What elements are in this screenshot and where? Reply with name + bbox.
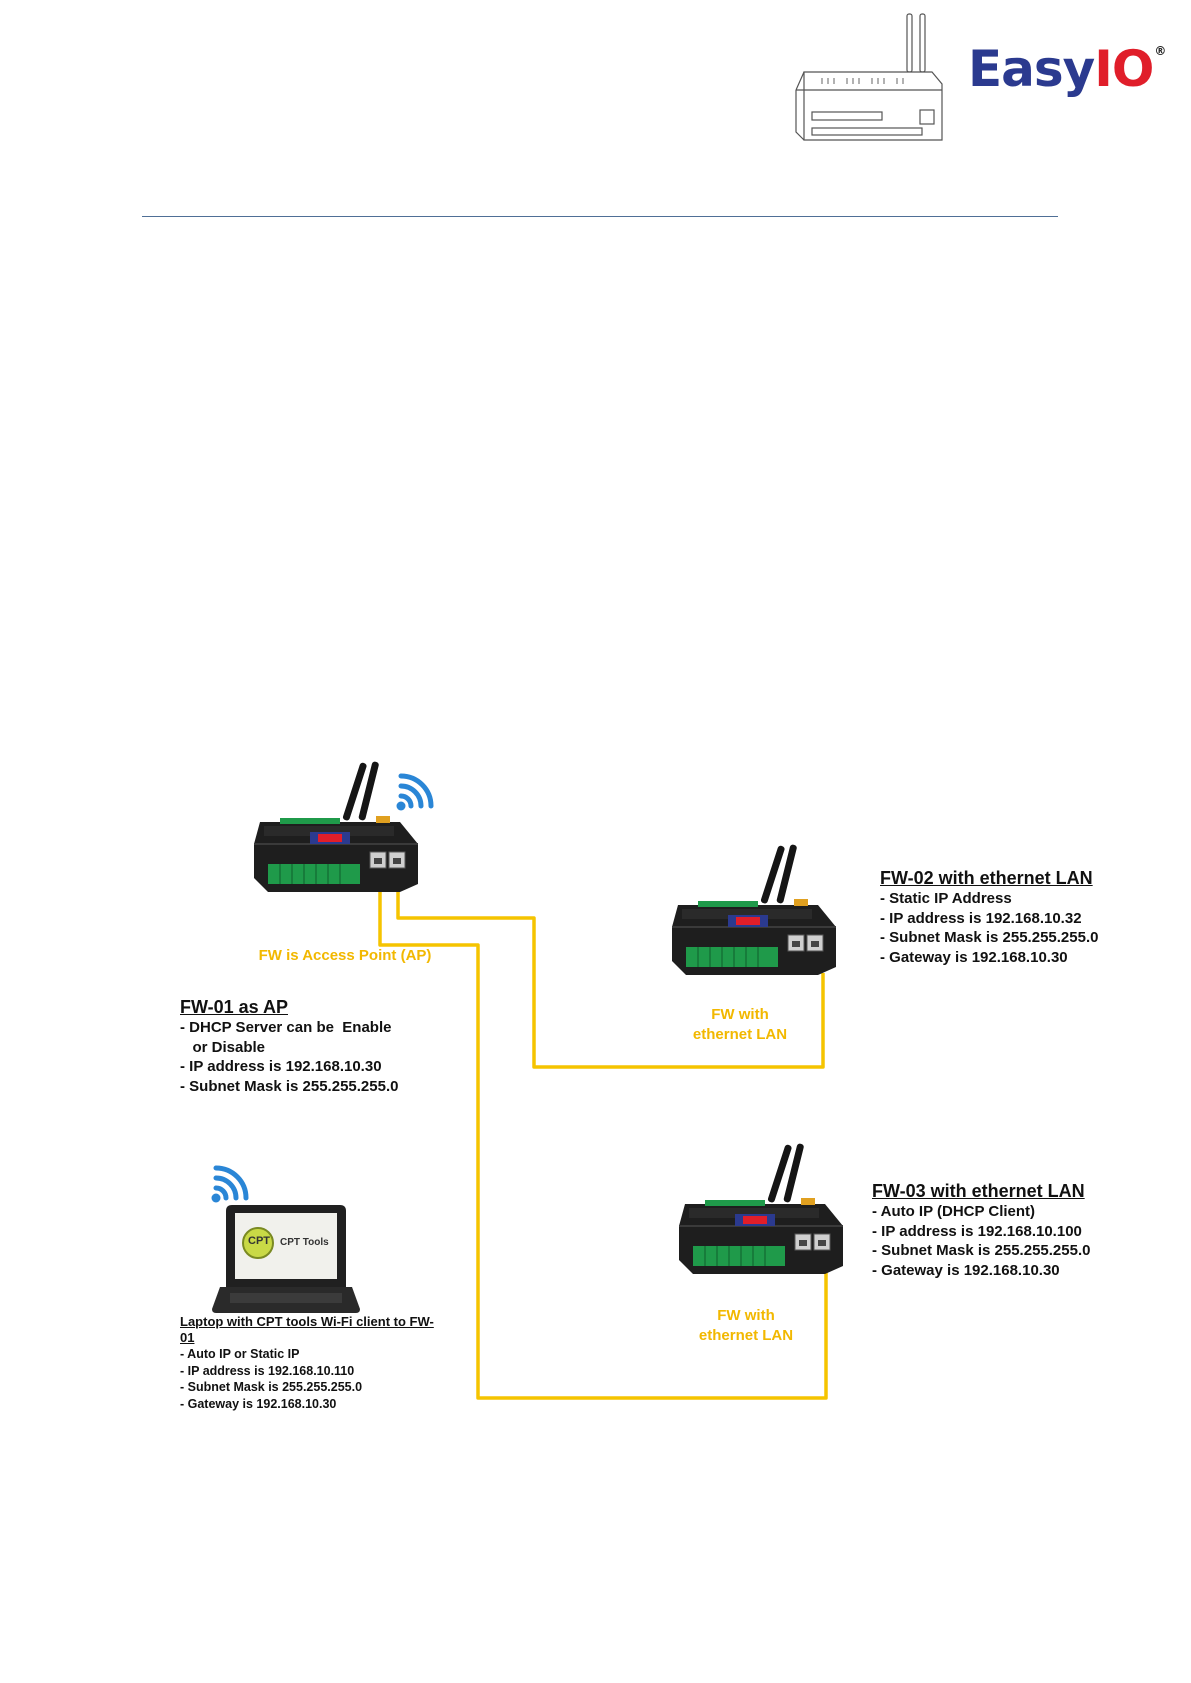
fw01-line: or Disable: [180, 1038, 266, 1056]
fw03-device-label: FW with ethernet LAN: [698, 1307, 794, 1344]
fw02-line: - Subnet Mask is 255.255.255.0: [880, 929, 1099, 946]
header-divider: [142, 216, 1058, 217]
cable-to-fw02: [396, 868, 825, 1069]
fw02-line: - IP address is 192.168.10.32: [880, 909, 1082, 927]
fw03-info: FW-03 with ethernet LAN - Auto IP (DHCP …: [872, 1180, 1090, 1280]
fw01-info: FW-01 as AP - DHCP Server can be Enable …: [180, 996, 398, 1096]
fw02-controller: [671, 843, 837, 976]
laptop-screen-text: CPT Tools: [280, 1237, 329, 1248]
laptop-title: Laptop with CPT tools Wi-Fi client to FW…: [180, 1314, 434, 1345]
wifi-icon-laptop: [212, 1168, 247, 1203]
header-device-illustration: [792, 12, 952, 152]
brand-logo: EasyIO®: [968, 40, 1166, 98]
fw01-controller: [253, 760, 419, 893]
laptop-icon: [212, 1205, 360, 1313]
fw02-info: FW-02 with ethernet LAN - Static IP Addr…: [880, 867, 1098, 967]
fw03-line: - Gateway is 192.168.10.30: [872, 1261, 1060, 1279]
fw02-line: - Gateway is 192.168.10.30: [880, 948, 1068, 966]
fw03-line: - Subnet Mask is 255.255.255.0: [872, 1242, 1091, 1259]
fw03-controller: [678, 1142, 844, 1275]
fw01-line: - DHCP Server can be Enable: [180, 1019, 392, 1036]
ap-device-label: FW is Access Point (AP): [258, 947, 432, 964]
laptop-screen-logo: CPT: [248, 1235, 270, 1247]
cable-to-fw03: [378, 868, 828, 1400]
fw03-line: - IP address is 192.168.10.100: [872, 1222, 1082, 1240]
fw03-line: - Auto IP (DHCP Client): [872, 1203, 1036, 1220]
fw01-title: FW-01 as AP: [180, 997, 288, 1017]
wifi-icon-ap: [397, 776, 432, 811]
fw03-title: FW-03 with ethernet LAN: [872, 1181, 1085, 1201]
fw02-line: - Static IP Address: [880, 890, 1012, 907]
laptop-line: - Subnet Mask is 255.255.255.0: [180, 1380, 363, 1394]
laptop-line: - Auto IP or Static IP: [180, 1347, 300, 1361]
laptop-line: - Gateway is 192.168.10.30: [180, 1396, 337, 1411]
ethernet-cables: [378, 868, 828, 1400]
fw02-device-label: FW with ethernet LAN: [692, 1006, 788, 1043]
fw01-line: - Subnet Mask is 255.255.255.0: [180, 1077, 399, 1095]
laptop-info: Laptop with CPT tools Wi-Fi client to FW…: [180, 1314, 440, 1412]
laptop-line: - IP address is 192.168.10.110: [180, 1363, 355, 1378]
fw01-line: - IP address is 192.168.10.30: [180, 1058, 382, 1075]
fw02-title: FW-02 with ethernet LAN: [880, 868, 1093, 888]
